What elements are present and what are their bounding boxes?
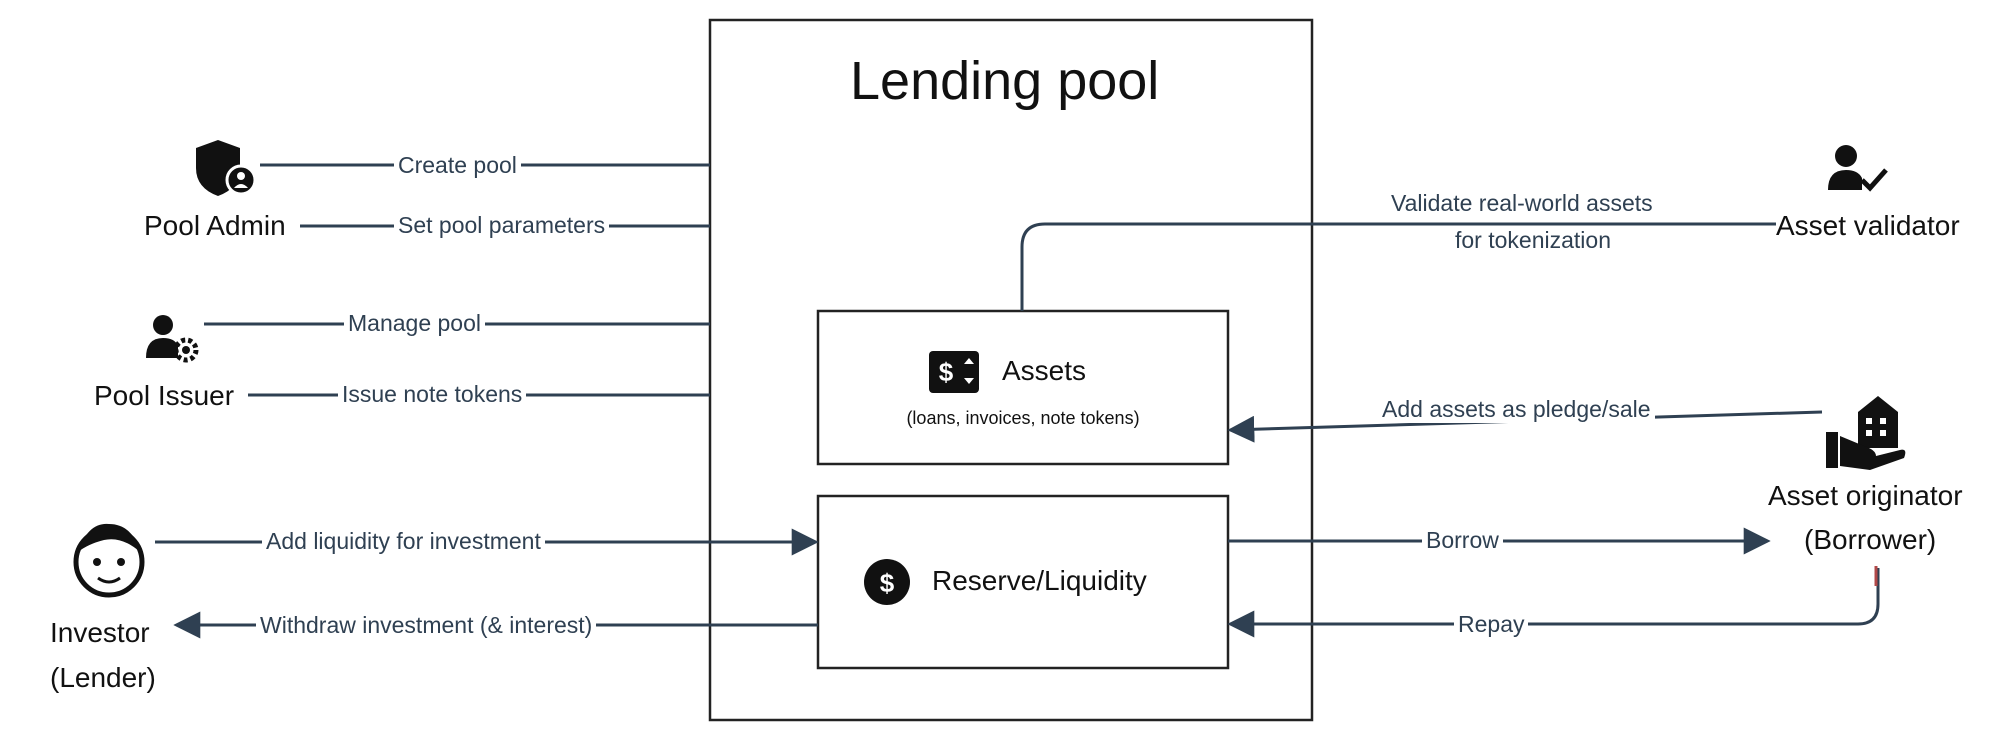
svg-text:$: $	[939, 357, 954, 387]
edge-label-add-assets: Add assets as pledge/sale	[1378, 395, 1655, 423]
edge-label-repay: Repay	[1454, 610, 1529, 638]
asset-validator-label: Asset validator	[1776, 210, 1960, 241]
shield-user-icon	[196, 140, 257, 196]
edge-repay	[1227, 568, 1880, 638]
user-gear-icon	[146, 315, 199, 363]
edge-label-manage-pool: Manage pool	[344, 309, 485, 337]
assets-box[interactable]	[816, 309, 1230, 466]
edge-label-add-liquidity: Add liquidity for investment	[262, 527, 545, 555]
edge-label-validate-line2: for tokenization	[1451, 226, 1615, 254]
user-check-icon	[1828, 145, 1888, 192]
edge-label-borrow: Borrow	[1422, 526, 1503, 554]
edge-label-issue-note-tokens: Issue note tokens	[338, 380, 527, 408]
edge-label-set-pool-parameters: Set pool parameters	[394, 211, 610, 239]
asset-originator-label: Asset originator	[1768, 480, 1963, 511]
face-icon	[73, 523, 145, 598]
svg-text:$: $	[880, 568, 895, 598]
asset-originator-sublabel: (Borrower)	[1804, 524, 1937, 555]
edge-label-validate-line1: Validate real-world assets	[1387, 189, 1657, 217]
pool-issuer-label: Pool Issuer	[94, 380, 235, 411]
assets-title: Assets	[1002, 355, 1087, 386]
edge-validate-assets	[1020, 222, 1776, 311]
investor-sublabel: (Lender)	[50, 662, 156, 693]
lending-pool-title: Lending pool	[850, 51, 1160, 111]
edge-label-create-pool: Create pool	[394, 151, 521, 179]
dollar-exchange-icon: $	[929, 351, 979, 393]
reserve-liquidity-title: Reserve/Liquidity	[932, 565, 1147, 596]
assets-subtitle: (loans, invoices, note tokens)	[906, 408, 1140, 428]
investor-label: Investor	[50, 617, 150, 648]
edge-label-withdraw-investment: Withdraw investment (& interest)	[256, 611, 597, 639]
pool-admin-label: Pool Admin	[144, 210, 286, 241]
hand-building-icon	[1826, 396, 1906, 470]
dollar-coin-icon: $	[864, 559, 910, 605]
